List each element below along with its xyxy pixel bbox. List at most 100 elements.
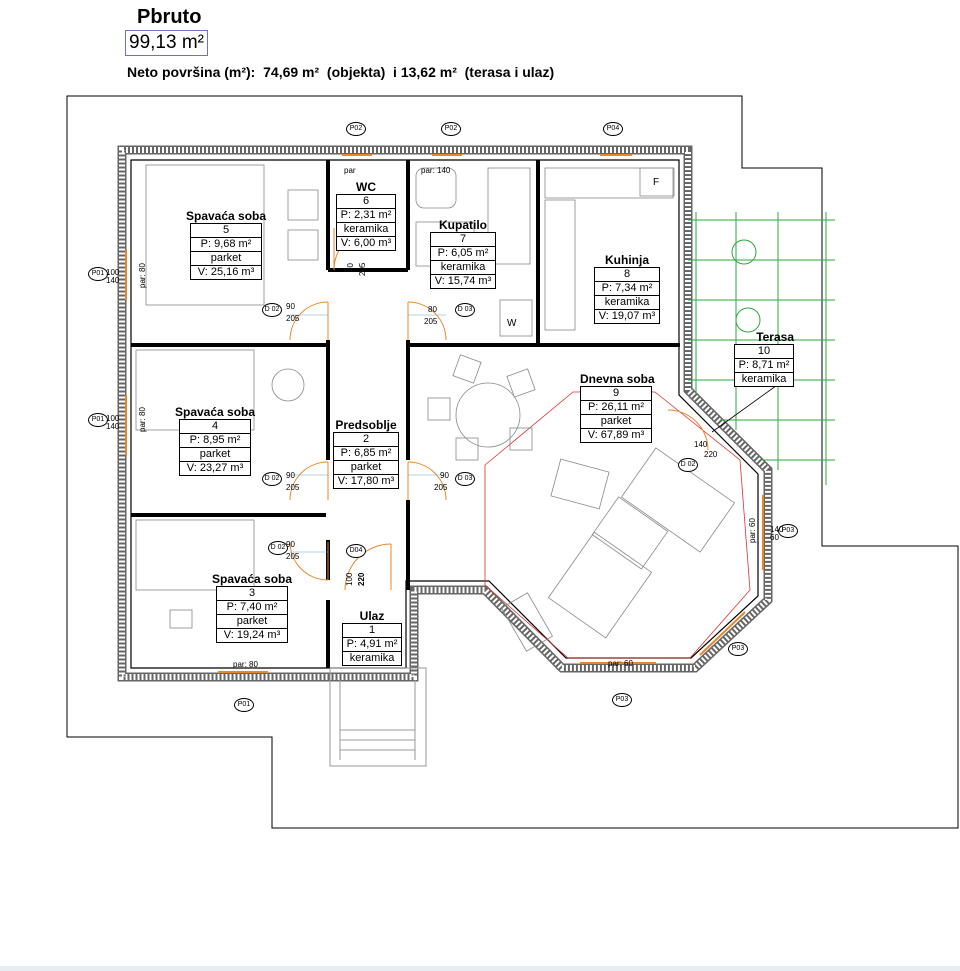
room-area: P: 4,91 m² (343, 637, 401, 651)
terrace-leader (711, 382, 781, 433)
washer-label: W (507, 318, 517, 329)
room-wc-6: WC 6 P: 2,31 m² keramika V: 6,00 m³ (336, 180, 396, 251)
tag-p03-c: P03 (728, 642, 748, 656)
tag-p01-a: P01 (88, 267, 108, 281)
room-name: Spavaća soba (212, 572, 293, 586)
room-number: 7 (459, 233, 467, 245)
room-bedroom-4: Spavaća soba 4 P: 8,95 m² parket V: 23,2… (175, 405, 255, 476)
site-outline (66, 95, 959, 829)
room-area: P: 26,11 m² (581, 400, 651, 414)
room-volume: V: 6,00 m³ (337, 236, 395, 250)
room-volume: V: 23,27 m³ (180, 461, 251, 475)
fridge-label: F (653, 177, 660, 188)
room-volume: V: 17,80 m³ (334, 474, 398, 488)
room-floor: parket (581, 414, 651, 428)
room-bedroom-3: Spavaća soba 3 P: 7,40 m² parket V: 19,2… (212, 572, 292, 643)
sill-par-60-bottom: par: 60 (608, 659, 633, 668)
dim-80-wc: 80 (346, 263, 355, 272)
tag-d03-a: D 03 (455, 303, 475, 317)
room-area: P: 8,95 m² (180, 433, 251, 447)
dim-220-vert: 220 (357, 572, 366, 586)
room-floor: parket (217, 614, 288, 628)
room-area: P: 7,34 m² (595, 281, 659, 295)
dim-100-vert: 100 (345, 572, 354, 586)
sill-par-60-right: par: 60 (748, 518, 757, 543)
sill-par-80-left-b: par: 80 (138, 407, 147, 432)
dim-160: 60 (770, 533, 779, 542)
dim-100: 100 (106, 414, 120, 423)
room-living-9: Dnevna soba 9 P: 26,11 m² parket V: 67,8… (580, 372, 655, 443)
dim-90: 90 (286, 540, 295, 549)
room-number: 8 (623, 268, 631, 280)
room-floor: parket (191, 251, 262, 265)
sill-par-80-left-a: par: 80 (138, 263, 147, 288)
tag-p02-a: P02 (346, 122, 366, 136)
room-hallway-2: Predsoblje 2 P: 6,85 m² parket V: 17,80 … (333, 418, 399, 489)
room-name: Dnevna soba (580, 372, 655, 386)
dim-140: 140 (106, 276, 120, 285)
entrance-porch (329, 667, 427, 767)
plan-title: Pbruto (137, 6, 202, 28)
room-area: P: 9,68 m² (191, 237, 262, 251)
room-number: 6 (362, 195, 370, 207)
gross-area-box: 99,13 m² (125, 30, 208, 56)
room-number: 10 (757, 345, 771, 357)
dim-140-door: 140 (694, 440, 708, 449)
tag-d02-b: D 02 (262, 472, 282, 486)
dim-205: 205 (286, 483, 300, 492)
room-entrance-1: Ulaz 1 P: 4,91 m² keramika (342, 609, 402, 666)
room-number: 1 (368, 624, 376, 636)
room-terrace-10: Terasa 10 P: 8,71 m² keramika (734, 330, 794, 387)
room-floor: parket (180, 447, 251, 461)
room-number: 2 (362, 433, 370, 445)
room-floor: keramika (337, 222, 395, 236)
room-area: P: 6,85 m² (334, 446, 398, 460)
tag-p02-b: P02 (441, 122, 461, 136)
room-name: Spavaća soba (186, 209, 267, 223)
room-name: Terasa (756, 330, 794, 344)
tag-d02-a: D 02 (262, 303, 282, 317)
room-floor: keramika (431, 260, 495, 274)
room-number: 4 (211, 420, 219, 432)
room-number: 9 (612, 387, 620, 399)
tag-d02-d: D 02 (678, 458, 698, 472)
room-name: Spavaća soba (175, 405, 256, 419)
room-volume: V: 19,24 m³ (217, 628, 288, 642)
dim-205-wc: 205 (358, 262, 367, 276)
room-name: Kupatilo (439, 218, 487, 232)
room-kitchen-8: Kuhinja 8 P: 7,34 m² keramika V: 19,07 m… (594, 253, 660, 324)
net-area-line: Neto površina (m²): 74,69 m² (objekta) i… (127, 64, 555, 80)
room-volume: V: 15,74 m³ (431, 274, 495, 288)
dimension-lines (290, 314, 446, 553)
room-name: WC (356, 180, 376, 194)
dim-220-door: 220 (704, 450, 718, 459)
tag-p03-b: P03 (778, 524, 798, 538)
room-name: Predsoblje (335, 418, 397, 432)
dim-90: 90 (286, 302, 295, 311)
tag-p03-a: P03 (612, 693, 632, 707)
room-area: P: 6,05 m² (431, 246, 495, 260)
dim-140: 140 (106, 422, 120, 431)
dim-140: 140 (770, 525, 784, 534)
room-volume: V: 25,16 m³ (191, 265, 262, 279)
room-bedroom-5: Spavaća soba 5 P: 9,68 m² parket V: 25,1… (186, 209, 266, 280)
room-floor: parket (334, 460, 398, 474)
dim-80: 80 (428, 305, 437, 314)
room-floor: keramika (595, 295, 659, 309)
sill-par-80-bottom: par: 80 (233, 660, 258, 669)
dim-205: 205 (286, 314, 300, 323)
bottom-strip (0, 966, 960, 971)
tag-d03-b: D 03 (455, 472, 475, 486)
room-bathroom-7: Kupatilo 7 P: 6,05 m² keramika V: 15,74 … (430, 218, 496, 289)
room-volume: V: 19,07 m³ (595, 309, 659, 323)
windows (125, 154, 764, 673)
tag-p01-b: P01 (88, 413, 108, 427)
tag-p04: P04 (603, 122, 623, 136)
terrace-pergola (688, 212, 835, 485)
room-floor: keramika (343, 651, 401, 665)
dim-90: 90 (286, 471, 295, 480)
dim-205: 205 (434, 483, 448, 492)
dim-205: 205 (424, 317, 438, 326)
room-area: P: 8,71 m² (735, 358, 793, 372)
